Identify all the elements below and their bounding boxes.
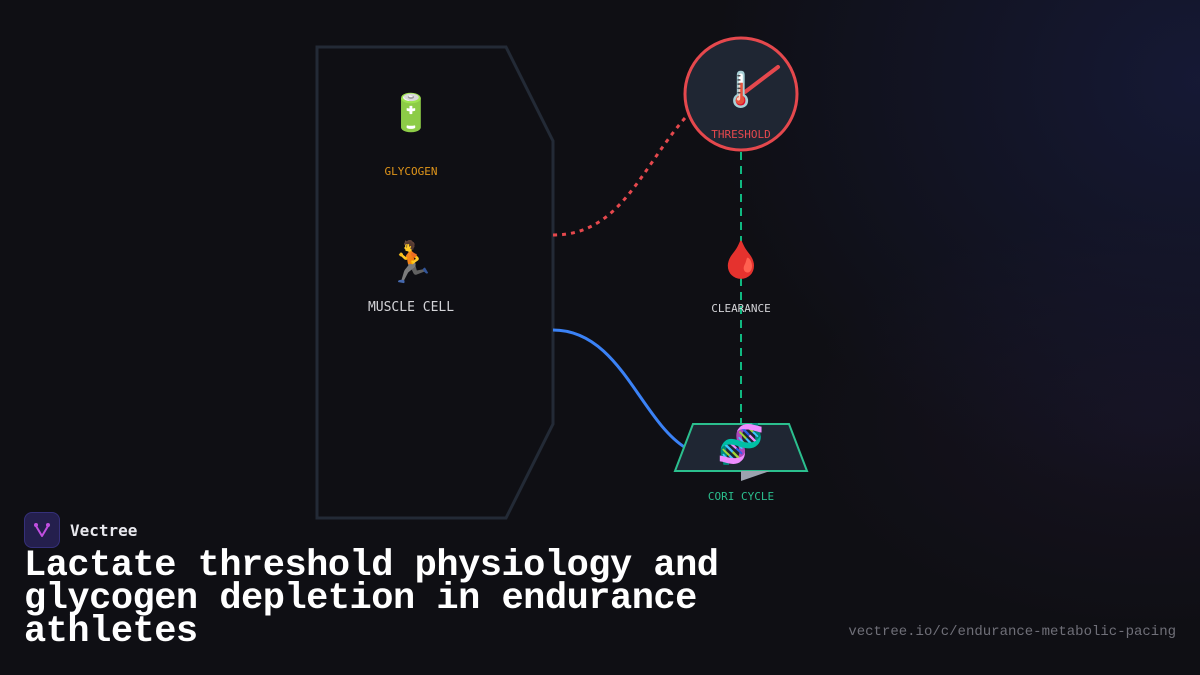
clearance-label: CLEARANCE <box>711 302 771 315</box>
edge-muscle-to-threshold <box>552 117 687 237</box>
cori-cycle-node[interactable] <box>673 423 809 472</box>
blood-drop-icon: 🩸 <box>718 240 764 281</box>
threshold-node[interactable] <box>683 36 799 152</box>
glycogen-label: GLYCOGEN <box>384 165 438 178</box>
arrow-head-icon <box>741 471 770 481</box>
runner-icon: 🏃 <box>386 240 436 286</box>
muscle-cell-container <box>315 45 555 520</box>
battery-icon: 🔋 <box>388 93 434 134</box>
vectree-logo-icon <box>24 512 60 548</box>
page-title: Lactate threshold physiology and glycoge… <box>24 545 719 653</box>
thermometer-icon: 🌡️ <box>719 70 763 110</box>
cori-cycle-label: CORI CYCLE <box>707 490 775 503</box>
threshold-label: THRESHOLD <box>711 128 771 141</box>
page-url[interactable]: vectree.io/c/endurance-metabolic-pacing <box>848 624 1176 640</box>
edge-muscle-to-cori <box>552 328 687 450</box>
brand-name: Vectree <box>70 520 138 540</box>
threshold-gauge-needle <box>743 65 780 94</box>
muscle-cell-label: MUSCLE CELL <box>367 300 455 315</box>
dna-icon: 🧬 <box>717 422 765 466</box>
brand[interactable]: Vectree <box>24 512 137 548</box>
